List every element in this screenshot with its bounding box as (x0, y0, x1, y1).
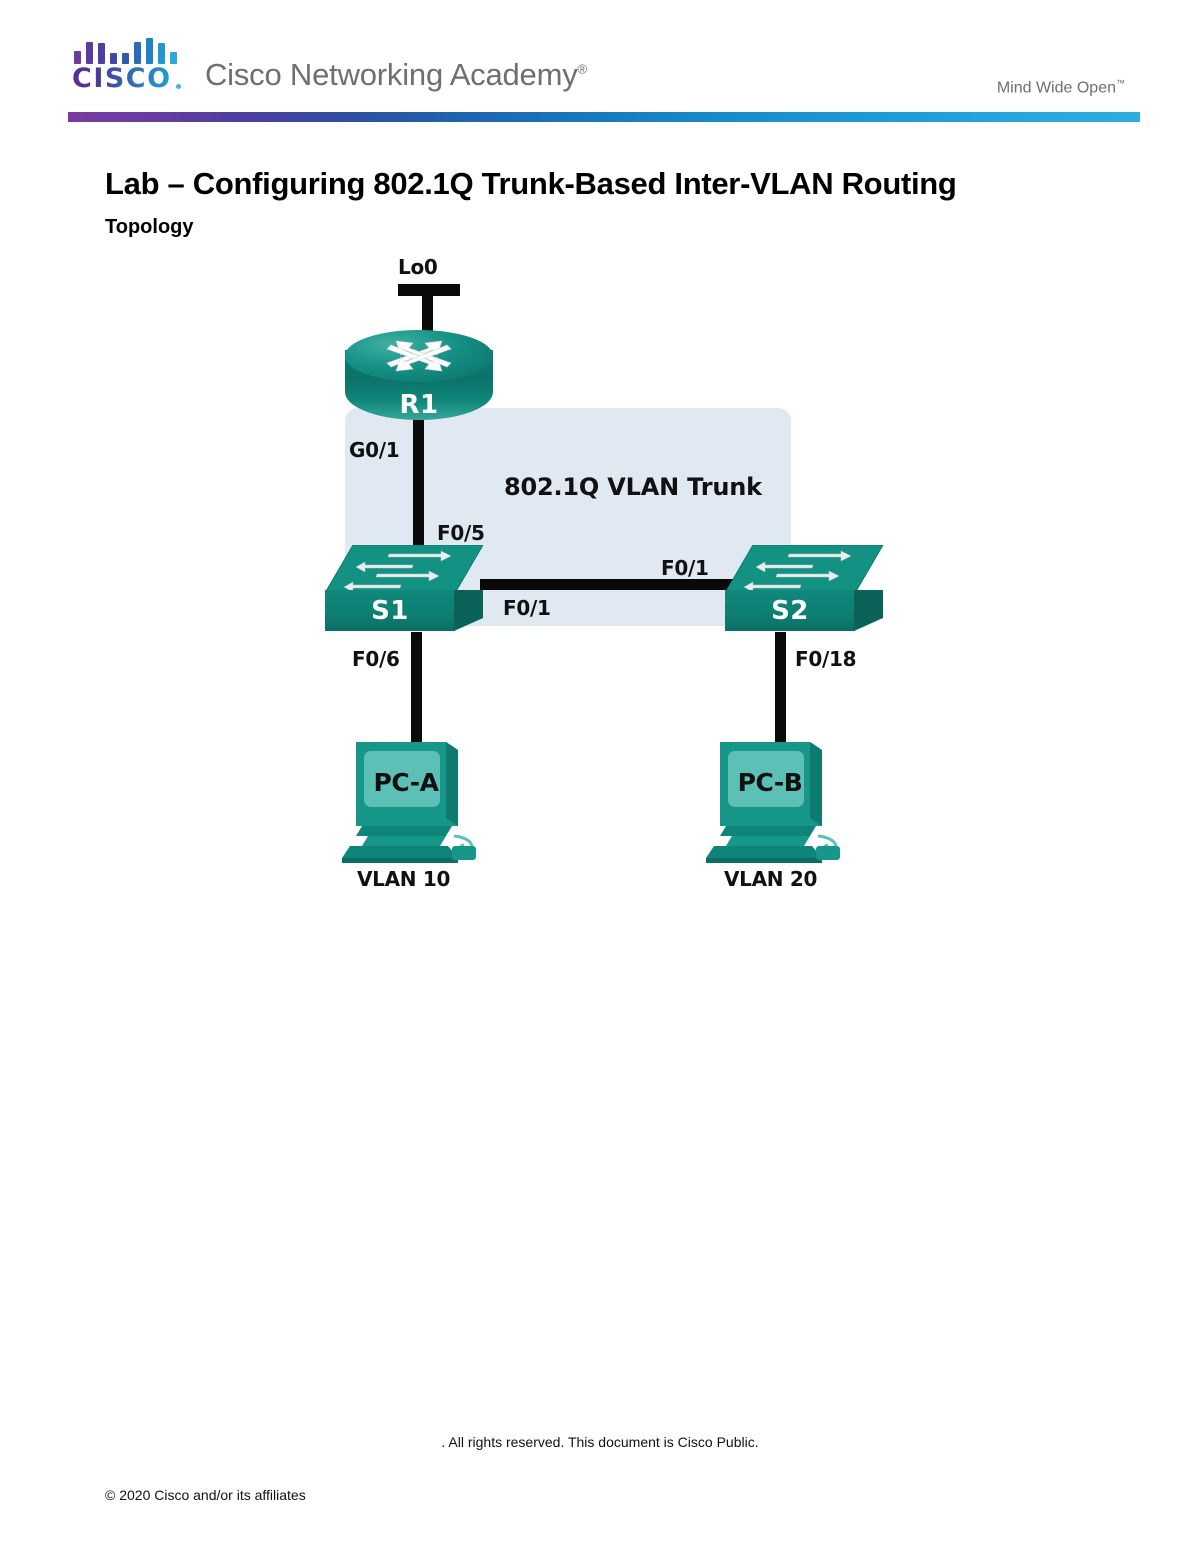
section-heading-topology: Topology (105, 215, 194, 238)
device-router-r1[interactable]: R1 (345, 330, 493, 430)
device-switch-s1[interactable]: S1 (325, 545, 483, 633)
label-s2-f01: F0/1 (661, 556, 709, 580)
pc-label-pc-a: PC-A (373, 768, 439, 797)
router-label-r1: R1 (399, 390, 439, 420)
link-s1-to-pca (411, 632, 422, 742)
link-s2-to-pcb (775, 632, 786, 742)
cisco-logo-bar-6 (134, 42, 141, 64)
cisco-logo-bar-8 (158, 43, 165, 64)
cisco-logo-bar-9 (170, 52, 177, 64)
link-lo0-stub (422, 290, 433, 335)
cisco-wordmark: CISCO (72, 63, 172, 94)
page-header: CISCO Cisco Networking Academy® Mind Wid… (0, 0, 1200, 128)
router-arrows-icon (386, 340, 452, 372)
switch-label-s2: S2 (771, 596, 809, 626)
label-pc-b-vlan: VLAN 20 (724, 867, 818, 891)
switch-label-s1: S1 (371, 596, 409, 626)
link-r1-to-s1 (413, 418, 424, 563)
cisco-logo-bars-icon (74, 38, 182, 64)
label-pc-a-vlan: VLAN 10 (357, 867, 451, 891)
trademark-mark-icon: ™ (1116, 78, 1125, 88)
device-pc-a[interactable]: PC-A (342, 740, 490, 865)
cisco-logo-bar-7 (146, 38, 153, 64)
academy-title: Cisco Networking Academy® (205, 57, 587, 93)
label-lo0: Lo0 (398, 255, 438, 279)
cisco-logo-bar-5 (122, 53, 129, 64)
pc-icon (342, 742, 476, 863)
header-gradient-divider (68, 112, 1140, 122)
cisco-logo: CISCO (72, 38, 184, 96)
academy-title-text: Cisco Networking Academy (205, 57, 578, 92)
device-pc-b[interactable]: PC-B (706, 740, 854, 865)
cisco-wordmark-dot-icon (176, 84, 181, 89)
switch-side-icon (454, 590, 483, 631)
page-title: Lab – Configuring 802.1Q Trunk-Based Int… (105, 165, 957, 201)
cisco-logo-bar-3 (98, 43, 105, 64)
network-topology-diagram: R1 S1 (0, 240, 1200, 920)
label-s1-f05: F0/5 (437, 521, 485, 545)
label-vlan-trunk: 802.1Q VLAN Trunk (504, 473, 762, 501)
cisco-logo-bar-4 (110, 53, 117, 64)
tagline-text: Mind Wide Open (996, 79, 1116, 97)
router-top-icon (345, 330, 493, 382)
pc-label-pc-b: PC-B (737, 768, 803, 797)
label-r1-g01: G0/1 (349, 438, 400, 462)
link-s1-to-s2 (480, 579, 738, 590)
cisco-logo-bar-1 (74, 51, 81, 64)
label-s2-f018: F0/18 (795, 647, 857, 671)
tagline: Mind Wide Open™ (997, 78, 1125, 97)
switch-front-icon (325, 590, 455, 631)
registered-mark-icon: ® (577, 61, 588, 77)
switch-front-icon (725, 590, 855, 631)
footer-copyright-text: © 2020 Cisco and/or its affiliates (105, 1487, 306, 1503)
pc-icon (706, 742, 840, 863)
footer-rights-text: . All rights reserved. This document is … (441, 1434, 759, 1450)
label-s1-f01: F0/1 (503, 596, 551, 620)
label-s1-f06: F0/6 (352, 647, 400, 671)
cisco-logo-bar-2 (86, 42, 93, 64)
switch-side-icon (854, 590, 883, 631)
device-switch-s2[interactable]: S2 (725, 545, 883, 633)
